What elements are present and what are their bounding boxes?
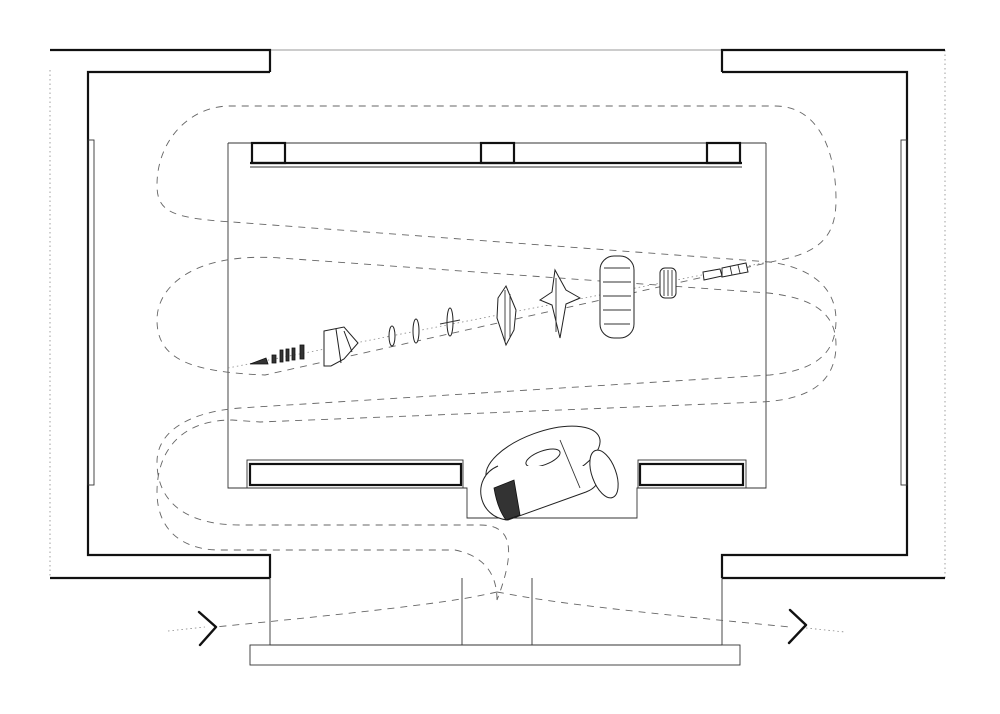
engine-part-compressor-stage-icon [496, 284, 517, 347]
engine-part-nozzle-cone-icon [323, 326, 359, 367]
visitor-circulation-path [156, 105, 837, 601]
entrance-step [249, 644, 741, 666]
wall-right-inner [720, 70, 909, 578]
wall-top-left-outer [50, 48, 272, 72]
engine-part-large-ring-icon [599, 255, 635, 339]
display-case-bottom-right [638, 462, 745, 487]
display-case-bottom-left [248, 462, 463, 487]
engine-part-disc-1-icon [388, 325, 396, 347]
window-right [900, 139, 908, 486]
engine-part-drum-icon [659, 267, 677, 299]
engine-part-tip-icon [249, 354, 277, 365]
entry-path [214, 591, 498, 628]
engine-part-disc-3-icon [439, 307, 461, 337]
engine-part-small-rings-icon [279, 344, 305, 363]
entry-arrow-icon [197, 610, 218, 647]
exit-line [805, 627, 846, 633]
engine-part-shaft-icon [702, 262, 749, 281]
wall-top-right-outer [720, 48, 945, 72]
engine-casing-icon [480, 425, 619, 521]
exit-path [496, 591, 791, 628]
display-case-bottom-left-frame [246, 459, 464, 489]
engine-part-fan-blade-icon [538, 268, 582, 339]
entry-line [167, 626, 206, 632]
engine-part-disc-2-icon [412, 318, 420, 344]
exit-arrow-icon [787, 608, 808, 645]
display-case-top-right [705, 141, 742, 165]
display-case-bottom-right-frame [637, 459, 747, 489]
display-case-top-center [479, 141, 516, 165]
window-left [87, 139, 95, 486]
wall-left-inner [86, 70, 272, 578]
display-case-top-left [250, 141, 287, 165]
